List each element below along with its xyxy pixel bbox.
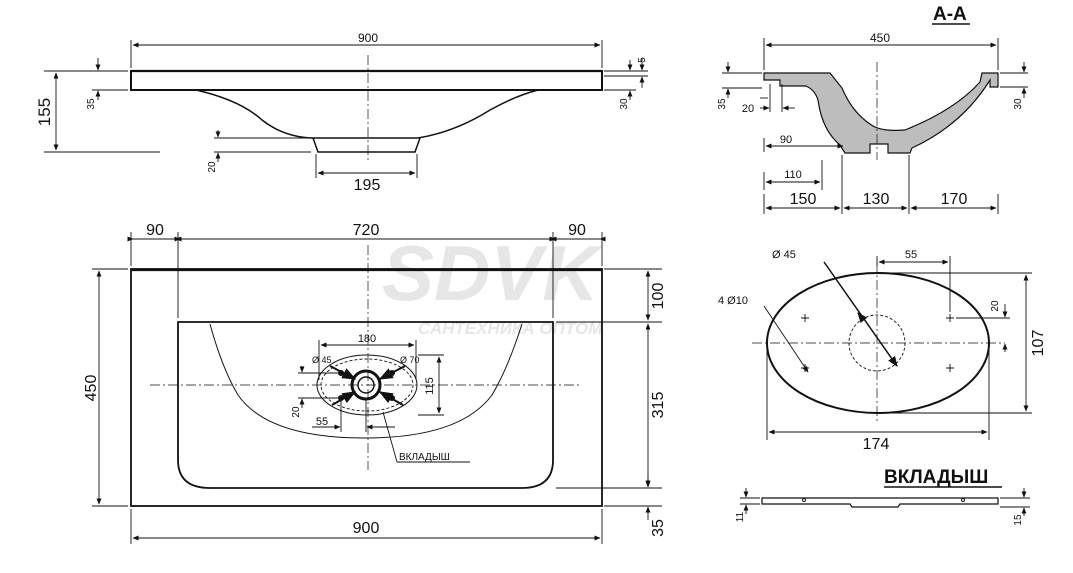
drain-d70-label: Ø 70 <box>400 355 420 365</box>
front-right-thickness-label: 30 <box>619 98 630 110</box>
insert-side-left-label: 11 <box>735 511 746 522</box>
plan-width-label: 900 <box>353 520 380 537</box>
front-base-label: 195 <box>354 177 381 194</box>
drain-offset-label: 55 <box>316 416 328 428</box>
insert-title: ВКЛАДЫШ <box>884 467 988 488</box>
section-a-a: А-А 450 35 20 30 90 110 <box>717 4 1028 214</box>
section-s150-label: 150 <box>790 191 817 208</box>
drain-d45-label: Ø 45 <box>312 355 332 365</box>
watermark-subtitle: САНТЕХНИКА ОПТОМ <box>418 319 603 338</box>
drain-height-label: 115 <box>424 377 436 395</box>
plan-left-margin-label: 90 <box>146 222 164 239</box>
plan-view: Ø 45 Ø 70 180 115 55 20 ВКЛАДЫШ <box>83 222 667 544</box>
insert-side-right-label: 15 <box>1013 514 1024 526</box>
watermark-brand: SDVK <box>382 229 604 317</box>
section-width-label: 450 <box>870 31 890 45</box>
insert-v20-label: 20 <box>990 300 1001 312</box>
drain-span-label: 180 <box>358 333 376 345</box>
plan-right-margin-label: 90 <box>568 222 586 239</box>
insert-callout-label: ВКЛАДЫШ <box>399 452 450 463</box>
drain-vertical-label: 20 <box>291 406 302 418</box>
section-s170-label: 170 <box>941 191 968 208</box>
section-d90-label: 90 <box>780 134 792 146</box>
front-top-thickness-label: 35 <box>86 98 97 110</box>
insert-off55-label: 55 <box>905 249 917 261</box>
front-elevation: 900 155 35 20 195 5 30 <box>35 31 648 194</box>
insert-holes-label: 4 Ø10 <box>718 295 748 307</box>
insert-side-view: ВКЛАДЫШ 11 15 <box>735 467 1030 526</box>
plan-bowl-depth-label: 315 <box>650 392 667 419</box>
section-right-height-label: 30 <box>1013 98 1024 110</box>
insert-plan: Ø 45 4 Ø10 55 20 107 174 <box>718 249 1047 453</box>
section-title: А-А <box>933 4 967 25</box>
front-lip-label: 5 <box>637 57 648 63</box>
fixing-holes <box>801 314 954 372</box>
plan-front-label: 35 <box>650 519 667 537</box>
front-height-label: 155 <box>35 98 54 126</box>
plan-back-label: 100 <box>650 283 667 310</box>
section-d110-label: 110 <box>784 169 802 181</box>
front-bottom-label: 20 <box>207 161 218 173</box>
insert-w174-label: 174 <box>863 436 890 453</box>
insert-h107-label: 107 <box>1030 330 1047 357</box>
front-width-label: 900 <box>358 31 378 45</box>
plan-bowl-width-label: 720 <box>353 222 380 239</box>
section-rim-label: 20 <box>742 103 754 115</box>
watermark: SDVK САНТЕХНИКА ОПТОМ <box>382 229 604 338</box>
section-s130-label: 130 <box>863 191 890 208</box>
plan-depth-label: 450 <box>83 375 100 402</box>
section-left-height-label: 35 <box>717 98 728 110</box>
insert-d45-label: Ø 45 <box>772 249 796 261</box>
